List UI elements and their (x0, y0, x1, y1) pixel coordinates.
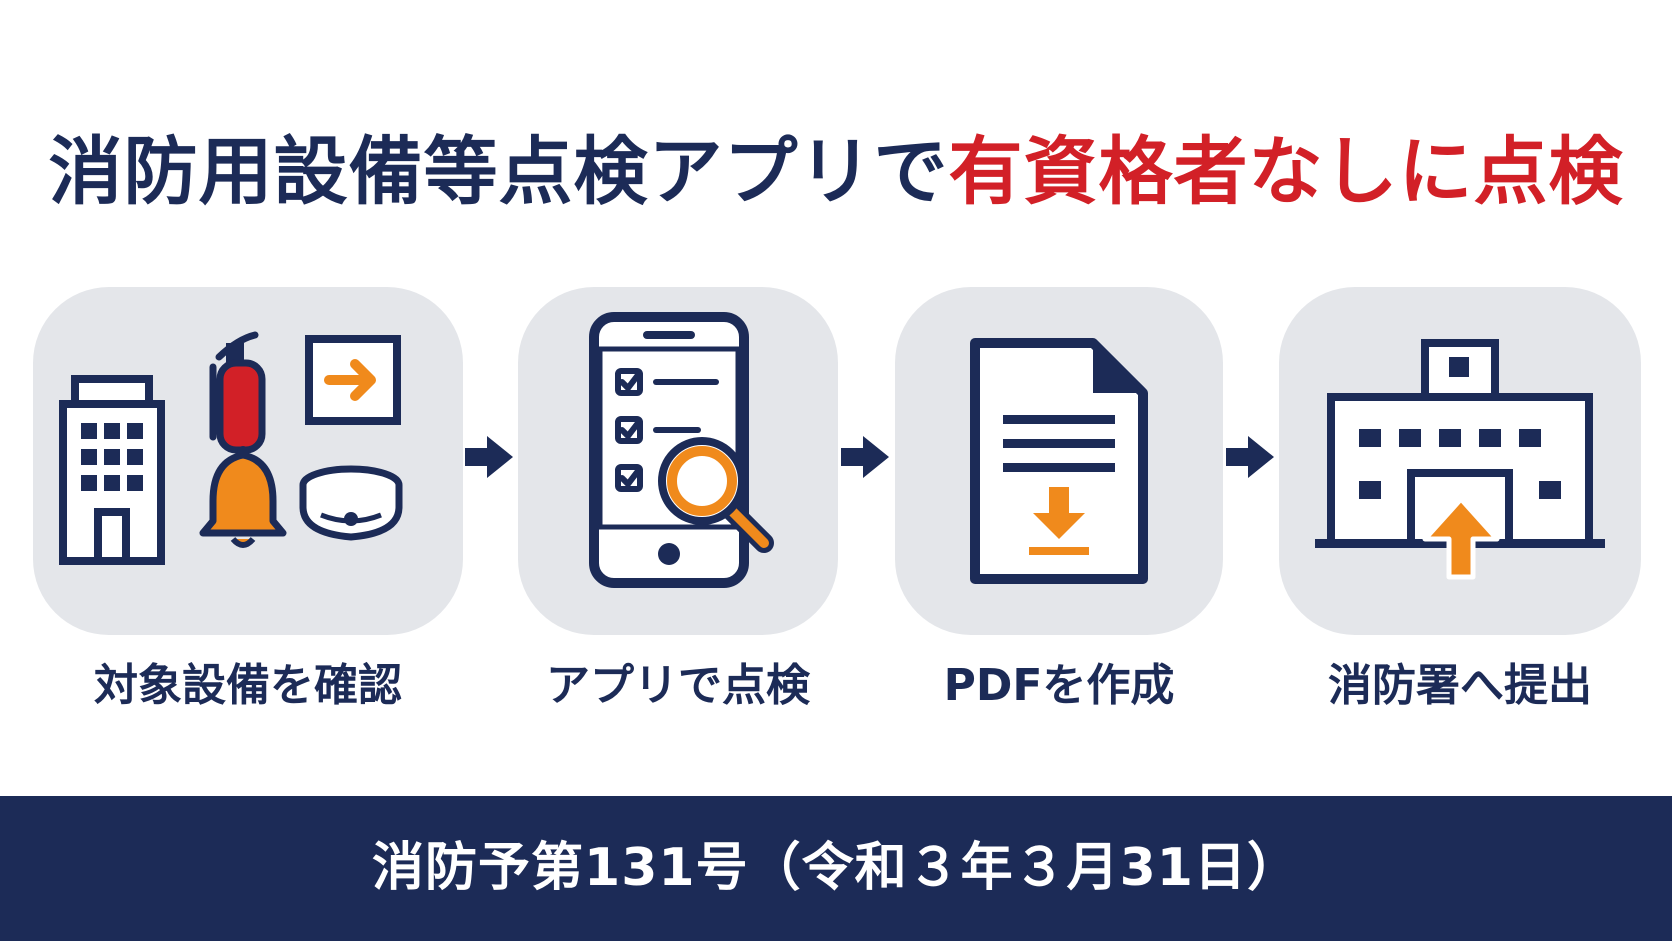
title-main: 消防用設備等点検アプリで (48, 129, 949, 215)
footer-banner: 消防予第131号（令和３年３月31日） (0, 796, 1672, 941)
download-icon (1029, 487, 1089, 555)
step-2-label: アプリで点検 (546, 660, 810, 711)
building-icon (59, 375, 165, 565)
exit-sign-icon (305, 335, 401, 425)
step-3-panel (895, 287, 1223, 635)
step-2-panel (518, 287, 838, 635)
arrow-1-icon (465, 436, 513, 478)
pdf-document-icon (970, 338, 1148, 584)
page-title: 消防用設備等点検アプリで有資格者なしに点検 (0, 112, 1672, 232)
title-highlight: 有資格者なしに点検 (948, 129, 1624, 215)
arrow-2-icon (841, 436, 889, 478)
footer-reference: 消防予第131号（令和３年３月31日） (372, 838, 1300, 898)
step-3-icons (970, 338, 1148, 584)
step-2-icons (589, 312, 774, 588)
step-1-panel (33, 287, 463, 635)
step-1-label: 対象設備を確認 (94, 660, 402, 711)
step-1-icons (59, 331, 403, 565)
step-4-icons (1315, 339, 1605, 580)
magnifier-icon (658, 437, 774, 553)
step-3-label: PDFを作成 (943, 660, 1175, 711)
fire-extinguisher-icon (209, 331, 266, 454)
arrow-3-icon (1226, 436, 1274, 478)
step-4-label: 消防署へ提出 (1328, 660, 1592, 711)
smoke-detector-icon (299, 465, 403, 541)
alarm-bell-icon (199, 446, 287, 548)
step-4-panel (1279, 287, 1641, 635)
upload-arrow-icon (1422, 496, 1500, 580)
